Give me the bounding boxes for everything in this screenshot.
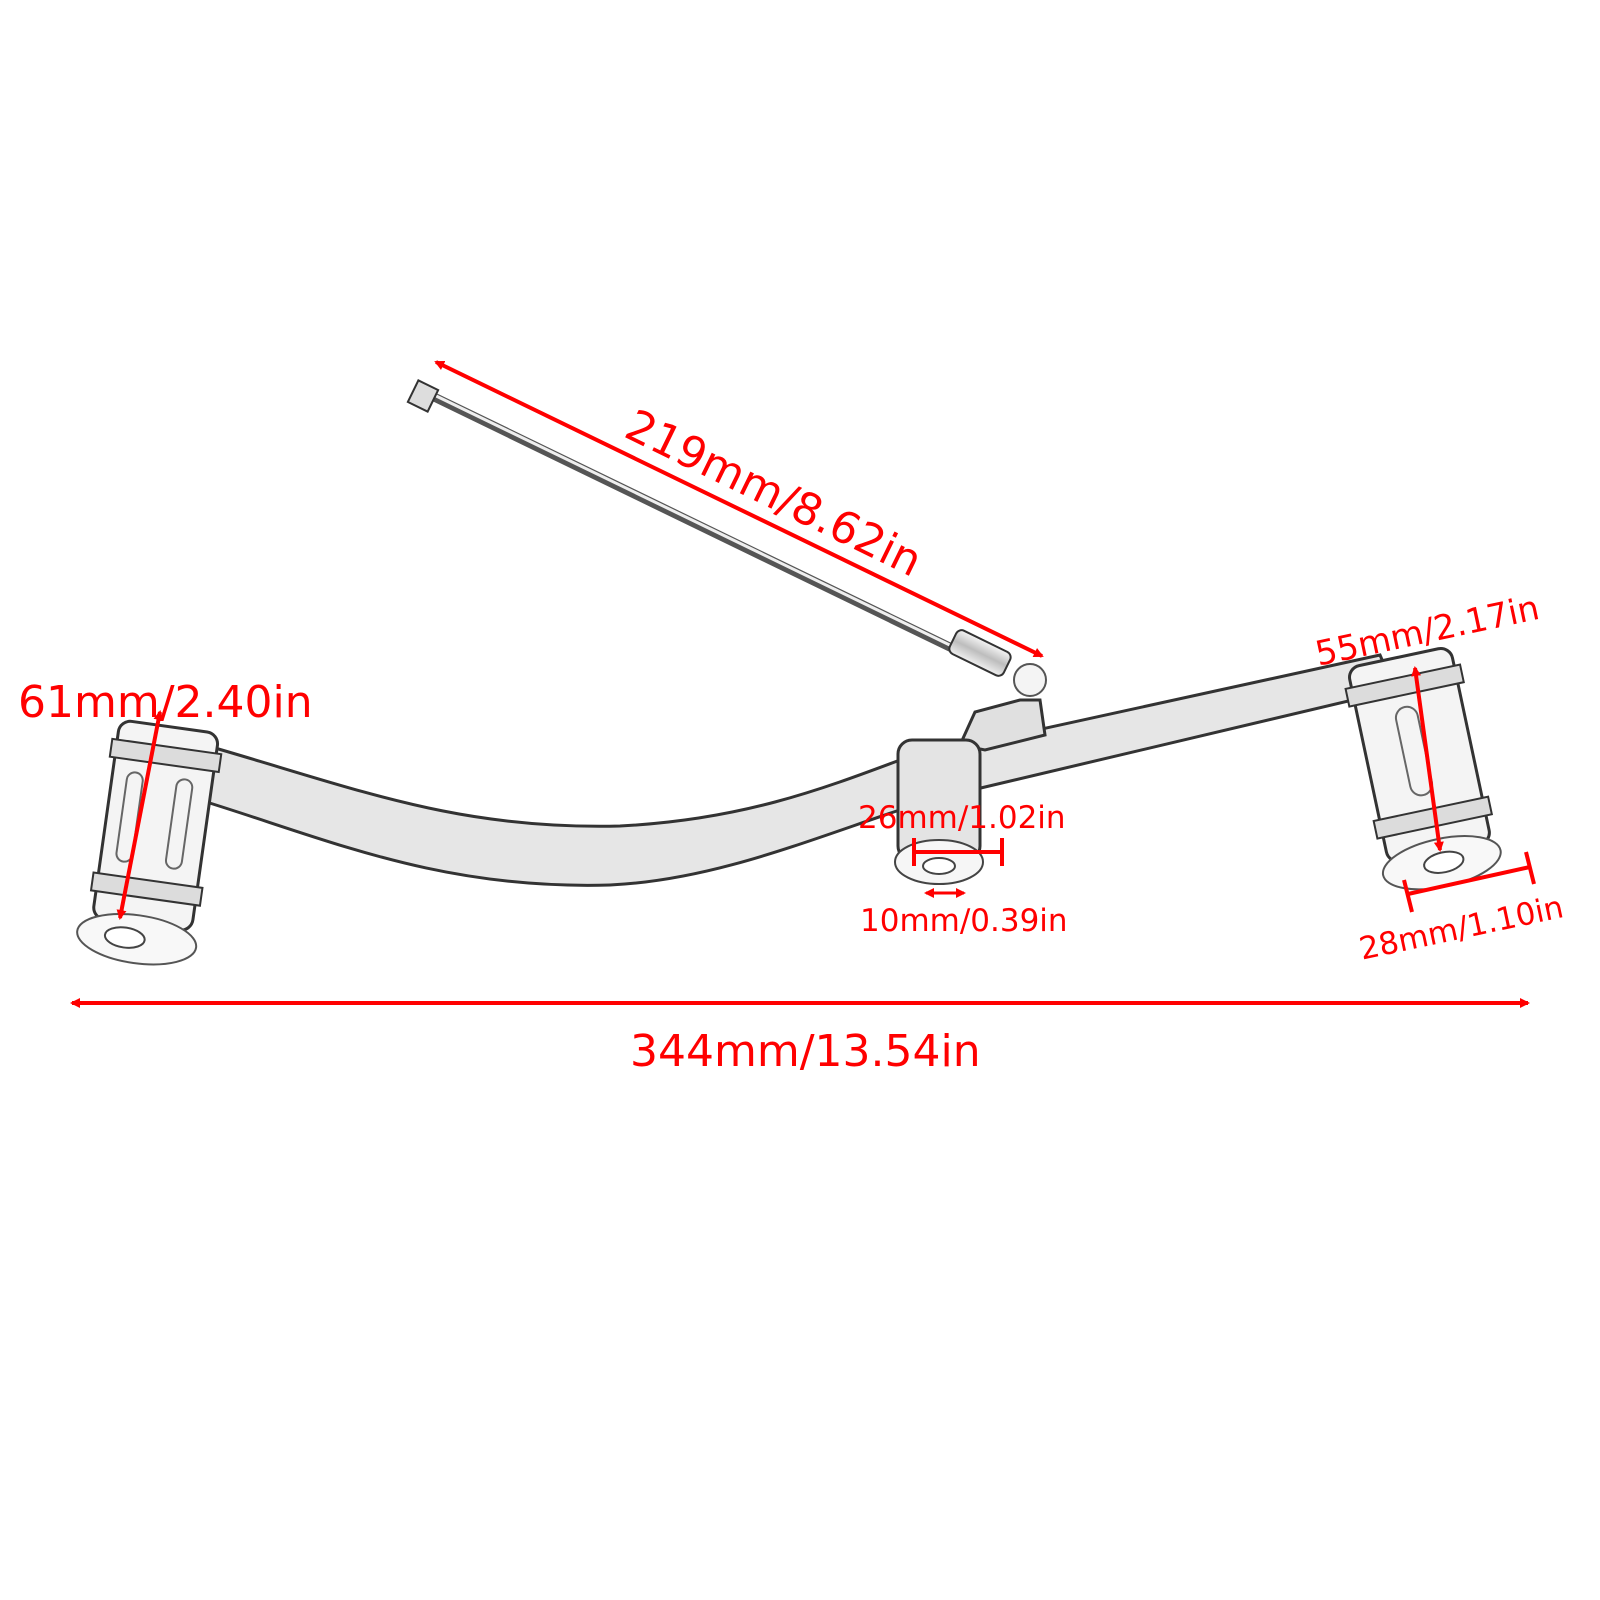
bore-diameter-label: 10mm/0.39in xyxy=(860,903,1068,939)
left-peg-arrow xyxy=(116,710,164,920)
right-peg-diameter-bar xyxy=(1407,865,1531,896)
pivot-width-label: 26mm/1.02in xyxy=(858,800,1066,836)
right-foot-peg xyxy=(1344,647,1502,891)
pivot-boss xyxy=(894,738,984,885)
overall-length-label: 344mm/13.54in xyxy=(630,1026,981,1077)
rod-length-arrow xyxy=(434,360,1044,658)
right-peg-arrow xyxy=(1411,666,1444,852)
lever-arm xyxy=(148,653,1398,887)
linkage-rod xyxy=(406,379,1047,697)
dimension-lines xyxy=(70,360,1536,1008)
left-peg-length-label: 61mm/2.40in xyxy=(18,677,313,728)
